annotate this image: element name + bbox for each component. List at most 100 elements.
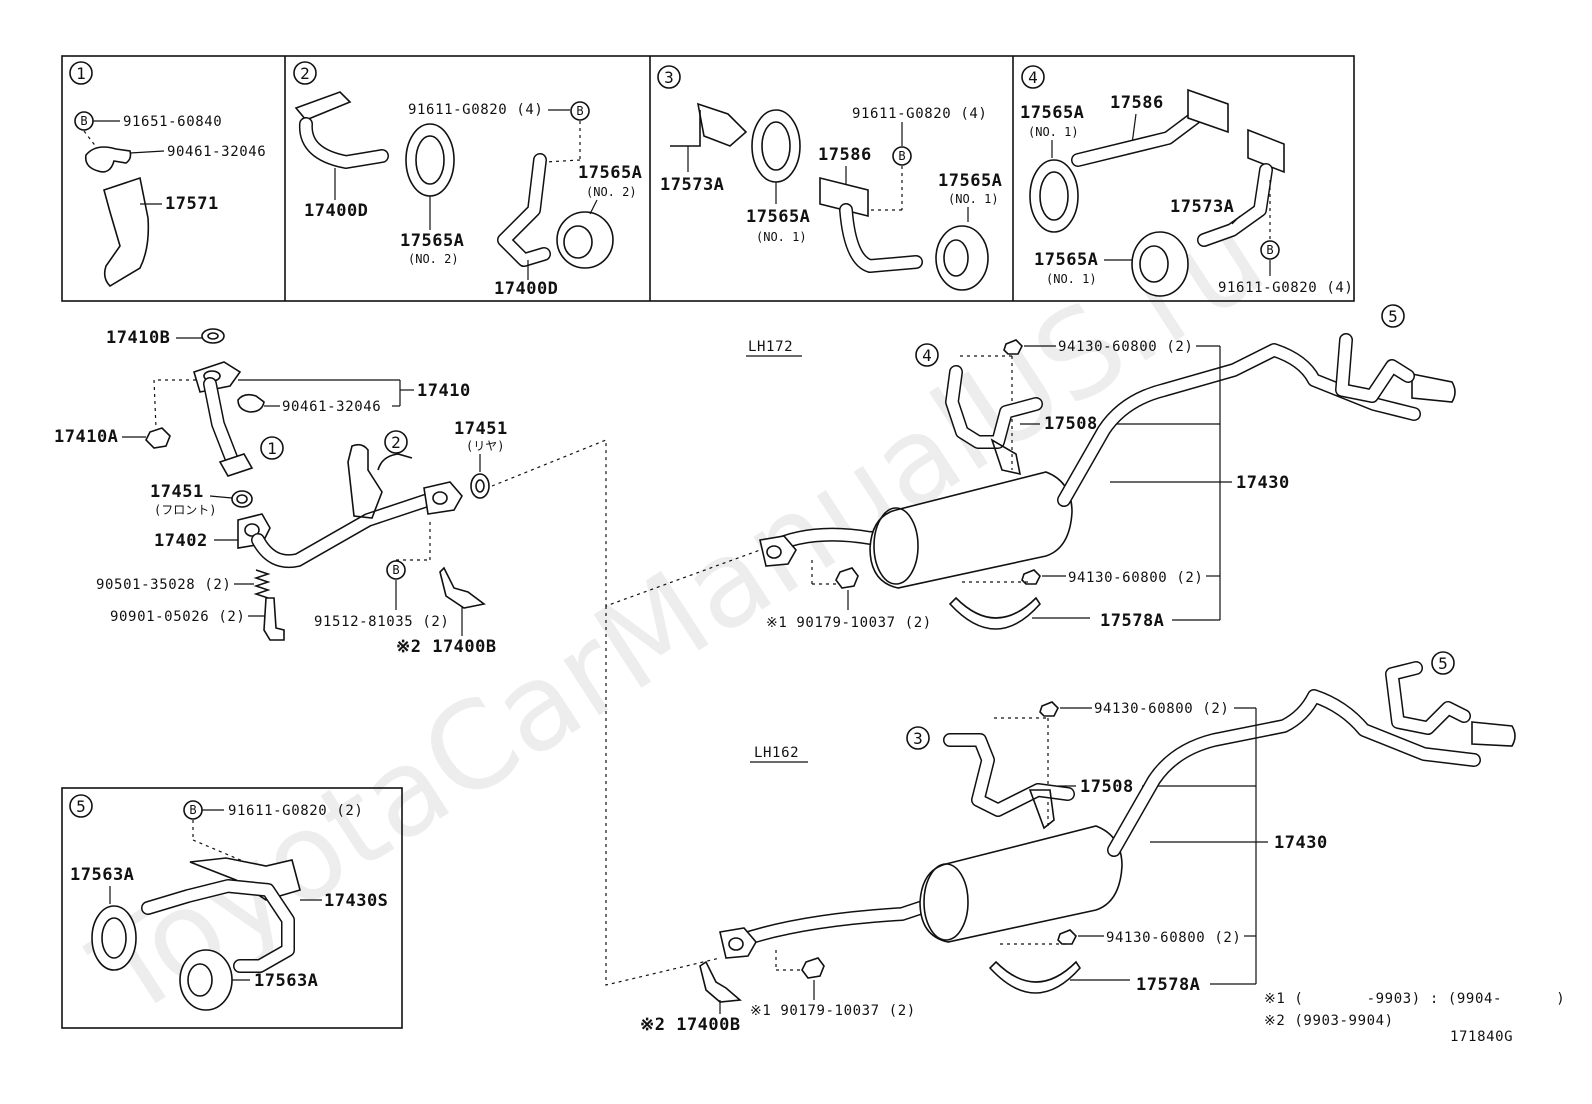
nut-icon xyxy=(145,427,171,449)
b-marker-label: B xyxy=(576,104,583,118)
bracket-leg-icon xyxy=(670,110,701,147)
front-pipe-assembly: 17410B 90461-32046 17410 17410A 1 2 1745… xyxy=(54,328,508,657)
label-94130-60800-mid-lh172: 94130-60800 (2) xyxy=(1068,570,1203,586)
label-91512-81035: 91512-81035 (2) xyxy=(314,614,449,630)
nut-icon xyxy=(1003,339,1023,355)
tail-tip-icon xyxy=(1471,721,1516,747)
b-marker xyxy=(386,560,406,580)
label-17410B: 17410B xyxy=(106,328,170,348)
label-17565A-right: 17565A xyxy=(578,163,642,183)
callout-circle-2 xyxy=(293,61,317,85)
label-17430-lh162: 17430 xyxy=(1274,833,1328,853)
label-17400D-bottom: 17400D xyxy=(494,279,558,299)
flange-rear-icon xyxy=(423,481,463,515)
callout-number: 1 xyxy=(267,439,277,458)
detail-3: 3 17573A 17565A (NO. 1) 91611-G0820 (4) … xyxy=(657,65,1002,291)
label-17565A-right: 17565A xyxy=(938,171,1002,191)
bolt-nut-icon xyxy=(835,567,859,589)
lh172-assembly: LH172 4 5 94130-60800 (2) 17508 17430 94… xyxy=(746,304,1456,631)
clamp-icon xyxy=(84,146,132,173)
note-2: ※2 (9903-9904) xyxy=(1264,1013,1394,1029)
detail-boxes xyxy=(61,55,1355,302)
nut-icon xyxy=(1057,929,1077,945)
callout-circle-1 xyxy=(69,61,93,85)
b-marker-label: B xyxy=(898,149,905,163)
label-17563A-top: 17563A xyxy=(70,865,134,885)
label-17565A-left: 17565A xyxy=(400,231,464,251)
label-90179-10037-lh162: ※1 90179-10037 (2) xyxy=(750,1003,916,1019)
bracket-17400B-icon xyxy=(439,566,486,609)
label-17573A-d4: 17573A xyxy=(1170,197,1234,217)
callout-circle-3-lh162 xyxy=(906,726,930,750)
label-90461-32046: 90461-32046 xyxy=(167,144,266,160)
callout-number: 2 xyxy=(300,64,310,83)
label-no2-right: (NO. 2) xyxy=(586,185,637,199)
label-90179-10037-lh172: ※1 90179-10037 (2) xyxy=(766,615,932,631)
b-marker-label: B xyxy=(189,803,196,817)
bolt-icon xyxy=(263,597,285,641)
b-marker xyxy=(892,146,912,166)
inlet-flange-icon xyxy=(719,927,757,959)
b-marker-label: B xyxy=(392,563,399,577)
ring-gasket-icon xyxy=(201,328,225,344)
callout-number: 4 xyxy=(922,346,932,365)
callout-circle-5-lh162 xyxy=(1431,651,1455,675)
label-17451-front: 17451 xyxy=(150,482,204,502)
clamp-icon xyxy=(237,393,265,413)
detail-4: 4 17565A (NO. 1) 17586 17573A B 91611-G0… xyxy=(1020,65,1353,297)
detail-1: 1 B 91651-60840 90461-32046 17571 xyxy=(69,61,266,288)
cushion-icon xyxy=(1029,159,1079,233)
label-17410A: 17410A xyxy=(54,427,118,447)
label-17400B-upper: ※2 17400B xyxy=(396,637,497,657)
cushion-icon xyxy=(1131,231,1189,297)
label-91611-G0820-4-d4: 91611-G0820 (4) xyxy=(1218,280,1353,296)
label-17586-d3: 17586 xyxy=(818,145,872,165)
b-marker xyxy=(570,101,590,121)
gasket-icon xyxy=(231,490,253,508)
label-91611-G0820-2: 91611-G0820 (2) xyxy=(228,803,363,819)
nut-icon xyxy=(1039,701,1059,717)
label-91651-60840: 91651-60840 xyxy=(123,114,222,130)
pipe-flange-bottom-icon xyxy=(218,453,254,477)
label-no1-bottom: (NO. 1) xyxy=(1046,272,1097,286)
gasket-icon xyxy=(470,473,490,499)
hanger-plate-icon xyxy=(1187,88,1229,134)
callout-circle-1-main xyxy=(260,436,284,460)
label-17586-d4: 17586 xyxy=(1110,93,1164,113)
notes: ※1 ( -9903) : (9904- ) ※2 (9903-9904) 17… xyxy=(1264,991,1565,1045)
label-17578A-lh162: 17578A xyxy=(1136,975,1200,995)
label-17400B-lower: ※2 17400B xyxy=(640,1015,741,1035)
label-17410: 17410 xyxy=(417,381,471,401)
bracket-17571-icon xyxy=(103,176,150,288)
detail-5-frame xyxy=(61,787,403,1029)
model-lh162: LH162 xyxy=(754,745,799,761)
bolt-nut-icon xyxy=(801,957,825,979)
callout-circle-3 xyxy=(657,65,681,89)
drawing-number: 171840G xyxy=(1450,1029,1513,1045)
callout-number: 5 xyxy=(1388,307,1398,326)
label-17451-rear: 17451 xyxy=(454,419,508,439)
label-no1-right: (NO. 1) xyxy=(948,192,999,206)
label-17565A-left: 17565A xyxy=(746,207,810,227)
label-rear-sub: (リヤ) xyxy=(466,439,504,453)
callout-number: 5 xyxy=(76,797,86,816)
tail-tip-icon xyxy=(1411,373,1456,403)
label-17578A-lh172: 17578A xyxy=(1100,611,1164,631)
hanger-plate-icon xyxy=(294,91,352,121)
note-1: ※1 ( -9903) : (9904- ) xyxy=(1264,991,1565,1007)
label-17508-lh162: 17508 xyxy=(1080,777,1134,797)
label-90501-35028: 90501-35028 (2) xyxy=(96,577,231,593)
label-90901-05026: 90901-05026 (2) xyxy=(110,609,245,625)
label-17563A-bottom: 17563A xyxy=(254,971,318,991)
lh162-assembly: LH162 3 5 94130-60800 (2) 17508 17430 94… xyxy=(640,651,1516,1035)
callout-circle-4 xyxy=(1021,65,1045,89)
cushion-icon xyxy=(405,123,455,197)
callout-circle-2-main xyxy=(384,430,408,454)
label-17430-lh172: 17430 xyxy=(1236,473,1290,493)
callout-number: 3 xyxy=(913,729,923,748)
bracket-plate-icon xyxy=(696,102,748,147)
nut-icon xyxy=(1021,569,1041,585)
cushion-icon xyxy=(935,225,989,291)
b-marker xyxy=(1260,240,1280,260)
